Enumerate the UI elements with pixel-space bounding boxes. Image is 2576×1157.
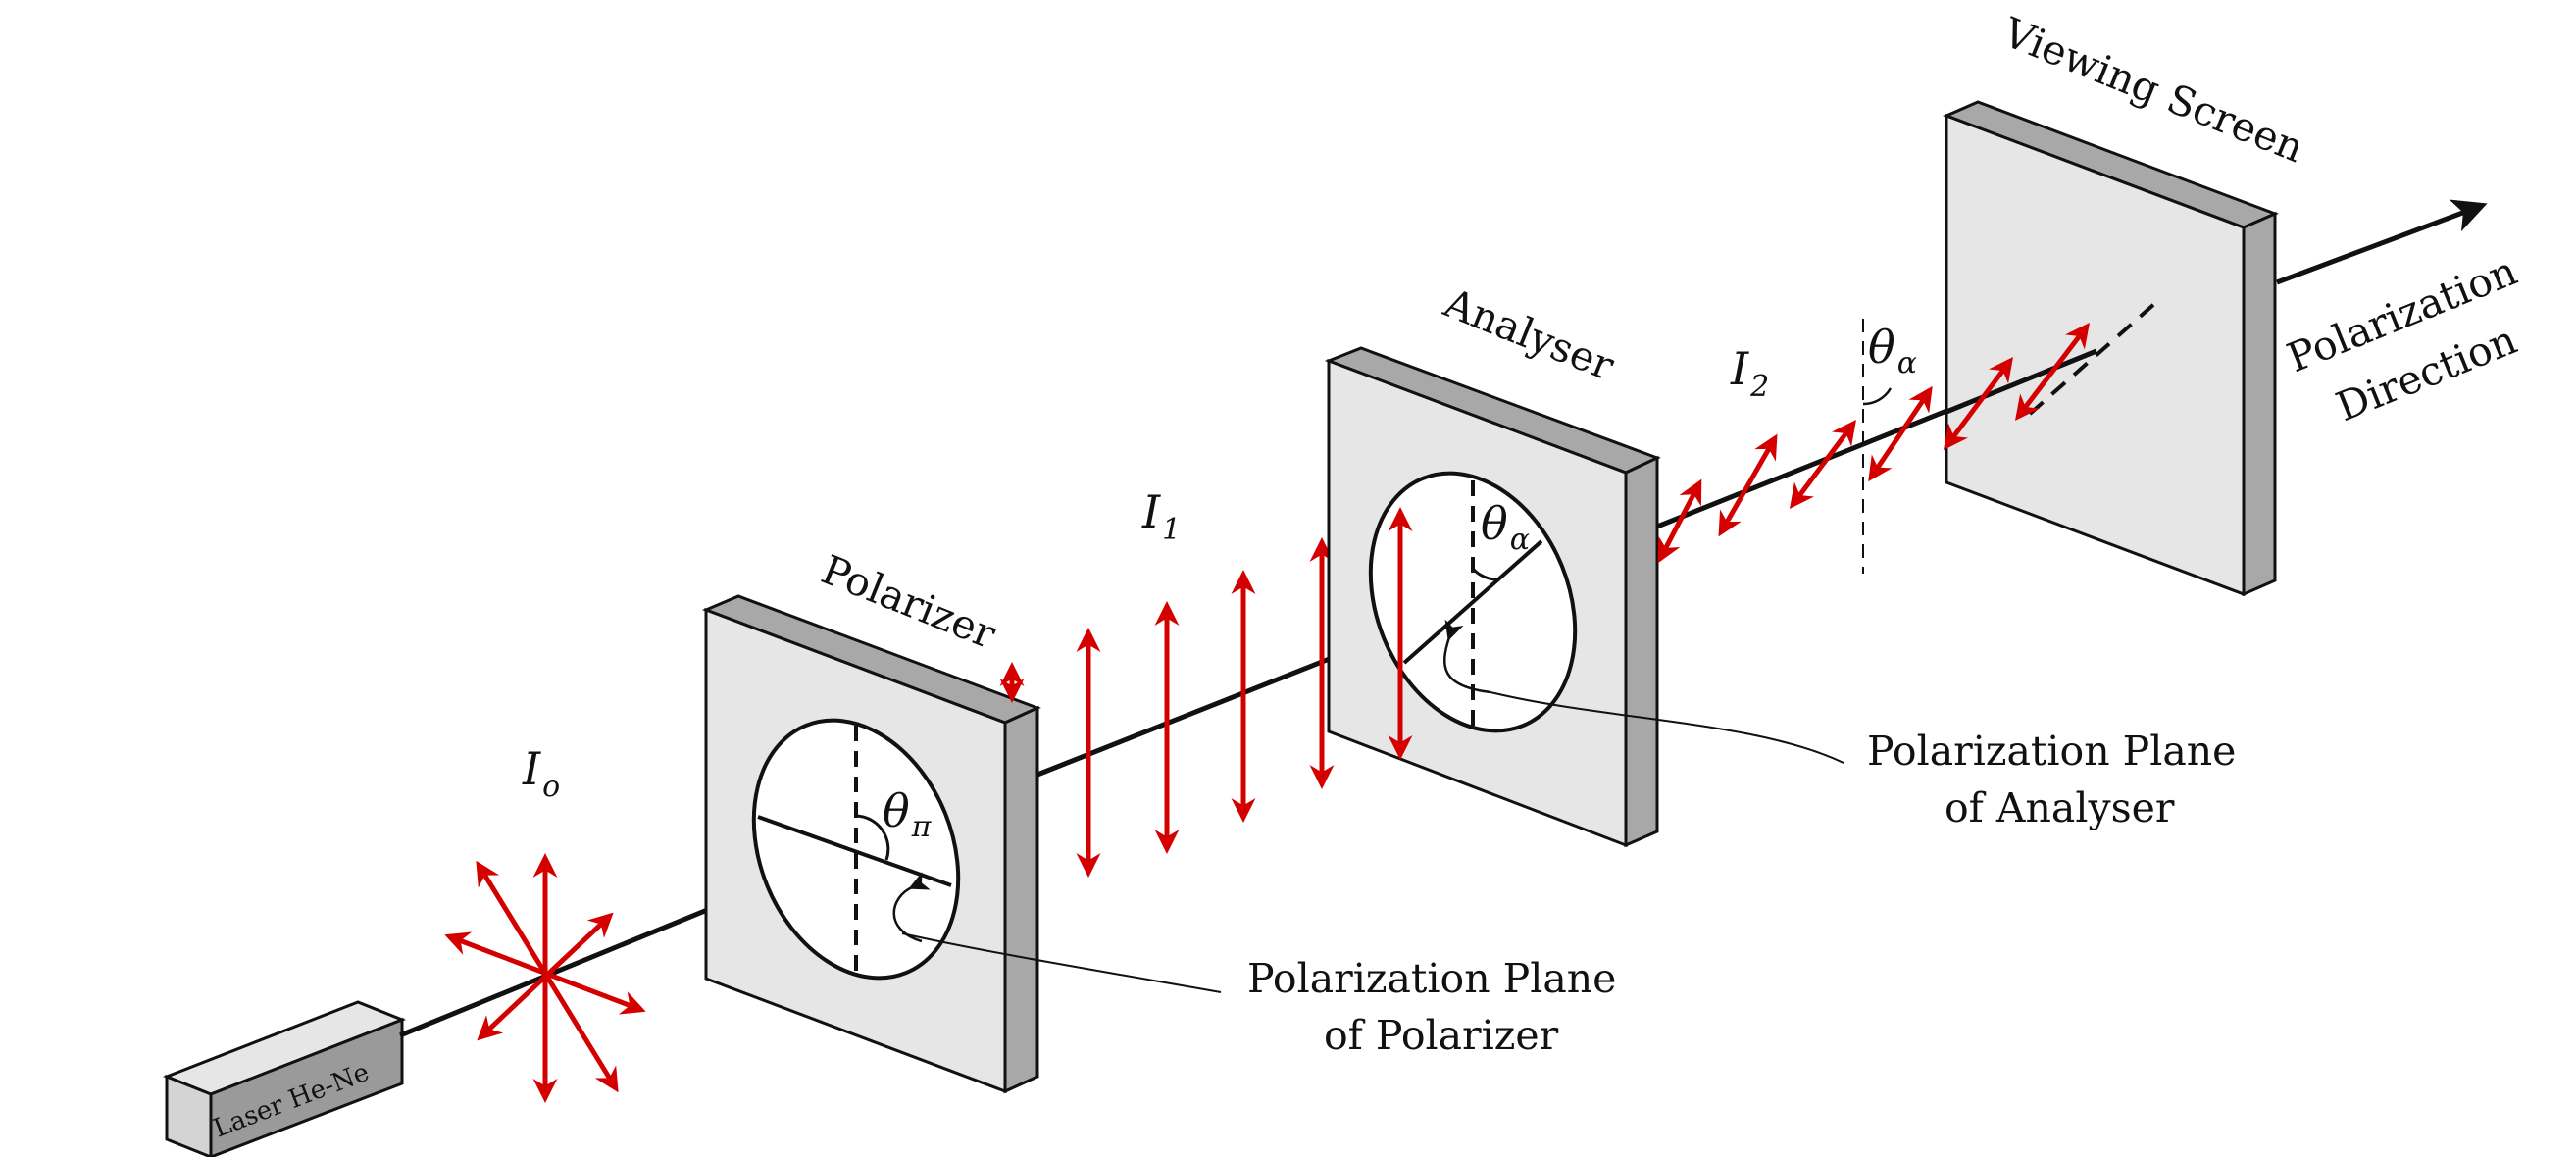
field-arrow — [477, 912, 614, 1041]
field-arrow-on-screen — [1944, 356, 2013, 451]
theta-alpha-arc — [1471, 567, 1498, 581]
field-arrow-on-screen — [2014, 323, 2091, 421]
analyser-panel — [1324, 346, 1661, 848]
field-arrow — [1790, 419, 1856, 510]
symbol-i0: Io — [522, 742, 560, 804]
polarizer-curl-arrow — [892, 872, 931, 943]
field-arrow — [1868, 385, 1933, 482]
theta-alpha-beam-arc — [1862, 387, 1893, 406]
symbol-theta-pi: θπ — [883, 784, 933, 844]
analyser-curl-arrow — [1442, 619, 1491, 694]
symbol-theta-alpha-beam: θα — [1868, 321, 1917, 380]
polarization-direction-arrow — [2276, 199, 2488, 285]
viewing-screen-panel — [1943, 100, 2279, 597]
theta-pi-arc — [855, 814, 890, 861]
plane-analyser-label-line1: Polarization Plane — [1867, 728, 2236, 775]
analyser-label: Analyser — [1437, 278, 1621, 389]
polarizer-aperture — [751, 718, 961, 981]
plane-polarizer-label-line1: Polarization Plane — [1247, 955, 1616, 1002]
field-arrow — [1718, 433, 1778, 537]
symbol-i2: I2 — [1730, 342, 1769, 404]
symbol-i1: I1 — [1141, 485, 1181, 547]
symbol-theta-alpha-analyser: θα — [1481, 497, 1530, 557]
plane-analyser-label-line2: of Analyser — [1945, 784, 2175, 831]
polarizer-leader-line — [901, 932, 1222, 993]
analyser-leader-line — [1490, 691, 1844, 764]
analyser-transmission-axis — [1402, 539, 1543, 665]
polarizer-panel — [701, 594, 1041, 1094]
plane-polarizer-label-line2: of Polarizer — [1324, 1012, 1559, 1059]
field-arrow — [1657, 478, 1702, 564]
laser-device: Laser He-Ne — [162, 1000, 407, 1157]
unpolarized-field-star — [444, 853, 646, 1103]
